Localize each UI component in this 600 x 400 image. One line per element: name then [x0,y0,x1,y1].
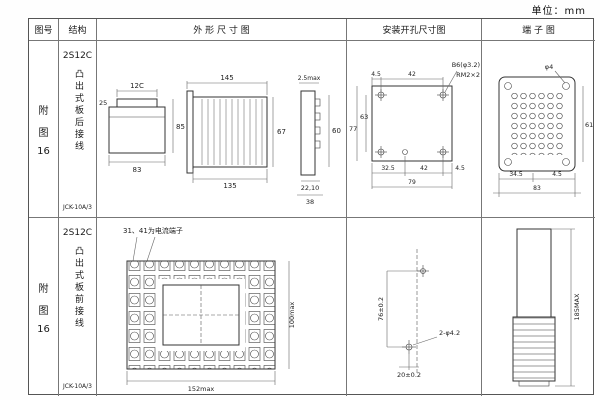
dim-152max: 152max [188,385,215,393]
dim-100max: 100max [288,301,296,328]
dim-135: 135 [223,182,236,190]
fig-char: 图 [38,305,49,317]
outline-cell-row2: 31、41为电流端子 100max [97,218,347,396]
outline-drawing-rear-wiring: 12C 25 83 85 145 [99,74,341,206]
outline-cell-row1: 12C 25 83 85 145 [97,41,347,218]
structure-code: 2S12C [62,228,93,238]
drill-dimensions: 76±0.2 2-φ4.2 20±0.2 [377,270,460,379]
header-terminal: 端 子 图 [482,19,595,41]
fig-cell-row2: 附 图 16 [29,218,59,396]
dim-42-bottom: 42 [420,165,428,172]
structure-cell-row2: 2S12C 凸出式板前接线 JCK-10A/3 [59,218,97,396]
fig-char: 16 [37,145,50,157]
side-view: 145 67 135 [186,74,286,190]
structure-desc: 凸出式板后接线 [73,69,83,153]
terminal-drawing-front-wiring: 185MAX [512,228,581,386]
front-wiring-view: 31、41为电流端子 [123,226,276,369]
fig-char: 附 [38,283,49,295]
label-rm2: RM2×2 [456,71,480,79]
dim-61: 61 [585,121,593,129]
note-current-terminals: 31、41为电流端子 [123,226,183,235]
dim-25: 25 [99,99,107,107]
header-structure: 结构 [59,19,97,41]
structure-code: 2S12C [62,51,93,61]
dim-83: 83 [533,185,541,192]
dim-38: 38 [306,198,314,206]
dim-2-5max: 2.5max [298,75,321,82]
dim-12c: 12C [130,82,144,90]
dim-42-top: 42 [408,71,416,78]
structure-model: JCK-10A/3 [62,383,92,390]
mounting-cell-row1: 4.5 42 B6(φ3.2) RM2×2 77 63 32.5 42 [347,41,482,218]
fig-char: 16 [37,323,50,335]
dim-76: 76±0.2 [377,296,385,320]
dim-4-5-bottom: 4.5 [455,165,465,172]
dim-4-5-top: 4.5 [371,71,381,78]
dim-77: 77 [349,125,357,133]
header-fig-no: 图号 [29,19,59,41]
dim-185max: 185MAX [573,292,581,319]
structure-desc: 凸出式板前接线 [73,246,83,330]
mounting-drawing-rear-wiring: 4.5 42 B6(φ3.2) RM2×2 77 63 32.5 42 [349,61,480,189]
mounting-cell-row2: 76±0.2 2-φ4.2 20±0.2 [347,218,482,396]
mounting-dimensions: 4.5 42 B6(φ3.2) RM2×2 77 63 32.5 42 [349,61,480,189]
drill-plate [371,85,453,162]
terminal-drawing-rear-wiring: φ4 61 34.5 4.5 83 [492,63,593,197]
label-thread: B6(φ3.2) [452,61,480,69]
dim-4-5: 4.5 [552,171,562,178]
terminal-cell-row2: 185MAX [482,218,595,396]
header-outline: 外 形 尺 寸 图 [97,19,347,41]
structure-cell-row1: 2S12C 凸出式板后接线 JCK-10A/3 [59,41,97,218]
terminal-panel [498,76,575,172]
structure-model: JCK-10A/3 [62,204,92,211]
outline-drawing-front-wiring: 31、41为电流端子 100max [123,226,296,393]
fig-char: 图 [38,127,49,139]
dim-83: 83 [133,166,142,174]
label-2-phi4-2: 2-φ4.2 [439,329,460,337]
terminal-dimensions: φ4 61 34.5 4.5 83 [492,63,593,197]
side-dimensions: 185MAX [550,228,581,386]
spec-table: 图号 结构 外 形 尺 寸 图 安装开孔尺寸图 端 子 图 附 图 16 2S1… [28,18,595,396]
terminal-cell-row1: φ4 61 34.5 4.5 83 [482,41,595,218]
front-wiring-dimensions: 100max 152max [126,260,296,393]
fig-char: 附 [38,105,49,117]
dim-20: 20±0.2 [397,371,421,379]
dim-79: 79 [408,179,416,186]
fig-cell-row1: 附 图 16 [29,41,59,218]
side-profile [512,228,555,386]
dim-145: 145 [220,74,233,82]
dim-32-5: 32.5 [381,165,395,172]
drill-marks [402,248,429,374]
dim-phi4: φ4 [544,63,552,71]
mounting-drawing-front-wiring: 76±0.2 2-φ4.2 20±0.2 [377,248,460,379]
dim-34-5: 34.5 [509,171,523,178]
end-view: 2.5max 60 22,10 38 [297,75,341,206]
dim-22-10: 22,10 [301,184,320,192]
dim-67: 67 [277,128,286,136]
front-view: 12C 25 83 85 [99,82,185,174]
dim-63: 63 [360,113,368,121]
dim-60: 60 [332,127,341,135]
unit-label: 单位：mm [531,6,586,17]
dim-85: 85 [176,123,185,131]
header-mounting: 安装开孔尺寸图 [347,19,482,41]
